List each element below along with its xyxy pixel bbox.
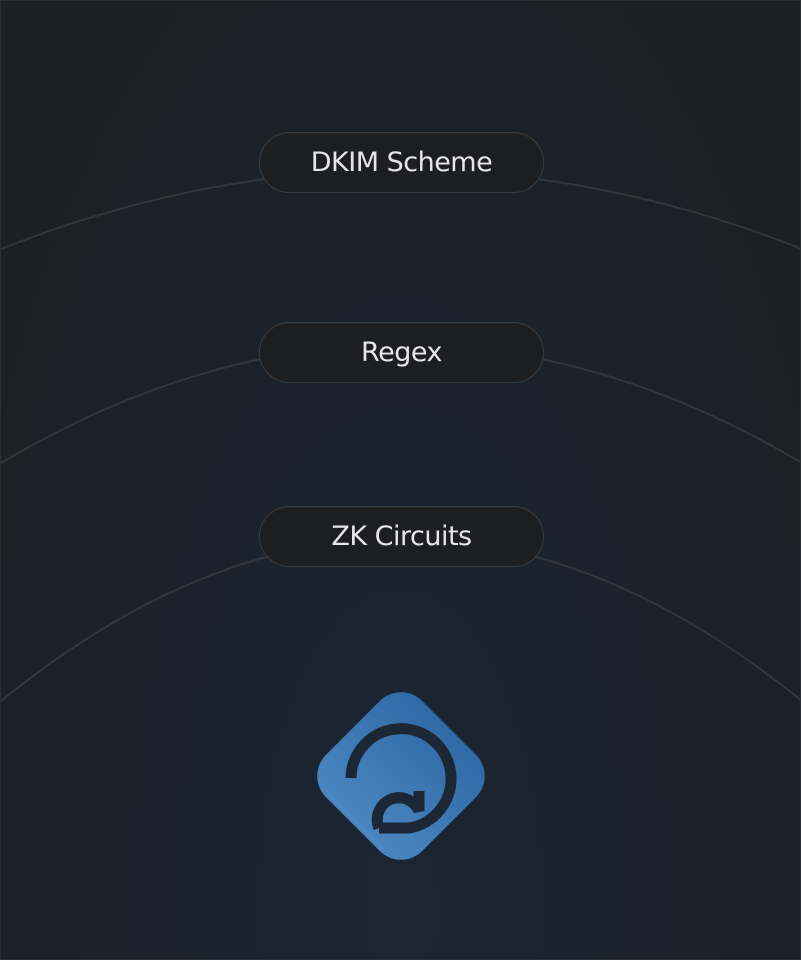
layer-label: DKIM Scheme [310,147,493,178]
at-sign-icon [345,723,457,834]
logo-diamond [317,692,485,860]
at-sign-diamond-logo [317,692,485,860]
layer-pill-dkim-scheme: DKIM Scheme [259,132,544,193]
layer-label: Regex [361,337,442,368]
layer-label: ZK Circuits [331,521,472,552]
layer-pill-regex: Regex [259,322,544,383]
layer-pill-zk-circuits: ZK Circuits [259,506,544,567]
